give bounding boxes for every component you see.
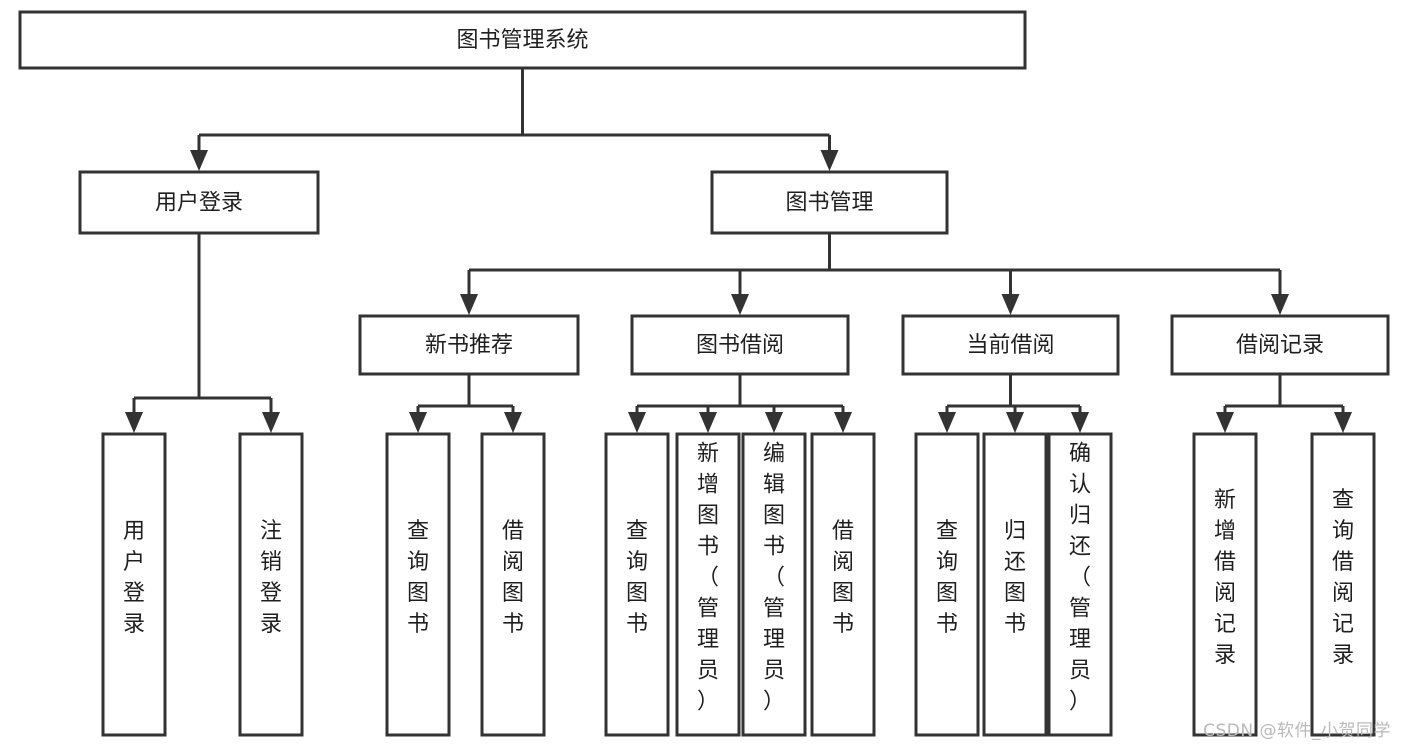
- node-leaf-user-login[interactable]: 用户登录: [101, 432, 167, 737]
- arrow-head-icon: [504, 412, 522, 433]
- node-box: [238, 432, 304, 737]
- arrow-head-icon: [765, 412, 783, 433]
- node-leaf-query-book-1[interactable]: 查询图书: [385, 432, 451, 737]
- node-label: 用户登录: [155, 191, 243, 216]
- arrow-head-icon: [938, 412, 956, 433]
- node-box: [101, 432, 167, 737]
- node-box: [1310, 432, 1376, 737]
- node-leaf-borrow-book-1[interactable]: 借阅图书: [480, 432, 546, 737]
- arrow-head-icon: [820, 150, 839, 171]
- node-leaf-query-book-2[interactable]: 查询图书: [604, 432, 670, 737]
- arrow-head-icon: [460, 294, 478, 315]
- node-leaf-borrow-book-2[interactable]: 借阅图书: [810, 432, 876, 737]
- node-user-login[interactable]: 用户登录: [78, 170, 320, 235]
- node-box: [604, 432, 670, 737]
- arrow-head-icon: [731, 294, 749, 315]
- node-current-borrow[interactable]: 当前借阅: [901, 314, 1120, 376]
- node-label: 查询图书: [936, 519, 958, 637]
- node-label: 确认归还（管理员）: [1069, 442, 1091, 715]
- arrow-head-icon: [1071, 412, 1089, 433]
- arrow-head-icon: [1334, 412, 1352, 433]
- node-label: 查询借阅记录: [1332, 488, 1354, 668]
- node-box: [480, 432, 546, 737]
- arrow-head-icon: [834, 412, 852, 433]
- node-box: [675, 432, 741, 737]
- node-box: [1192, 432, 1258, 737]
- arrow-head-icon: [125, 412, 143, 433]
- node-label: 图书管理: [785, 191, 873, 216]
- node-box: [741, 432, 807, 737]
- node-label: 注销登录: [260, 519, 282, 637]
- node-new-book-recommend[interactable]: 新书推荐: [358, 314, 580, 376]
- connector-layer: [125, 68, 1352, 433]
- node-box: [1170, 314, 1390, 376]
- node-leaf-query-book-3[interactable]: 查询图书: [914, 432, 980, 737]
- node-layer: 图书管理系统用户登录图书管理新书推荐图书借阅当前借阅借阅记录用户登录注销登录查询…: [18, 10, 1390, 737]
- node-box: [901, 314, 1120, 376]
- node-box: [18, 10, 1027, 70]
- node-leaf-query-record[interactable]: 查询借阅记录: [1310, 432, 1376, 737]
- node-label: 当前借阅: [966, 333, 1054, 358]
- arrow-head-icon: [409, 412, 427, 433]
- node-box: [810, 432, 876, 737]
- node-label: 借阅图书: [502, 519, 524, 637]
- node-label: 新书推荐: [425, 333, 513, 358]
- arrow-head-icon: [1216, 412, 1234, 433]
- node-book-borrow[interactable]: 图书借阅: [630, 314, 850, 376]
- node-box: [630, 314, 850, 376]
- node-label: 借阅图书: [832, 519, 854, 637]
- node-label: 归还图书: [1004, 519, 1026, 637]
- node-leaf-add-book[interactable]: 新增图书（管理员）: [675, 432, 741, 737]
- node-box: [358, 314, 580, 376]
- node-label: 新增借阅记录: [1214, 488, 1236, 668]
- node-leaf-return-book[interactable]: 归还图书: [982, 432, 1048, 737]
- node-label: 图书借阅: [696, 333, 784, 358]
- node-root[interactable]: 图书管理系统: [18, 10, 1027, 70]
- node-box: [385, 432, 451, 737]
- node-leaf-add-record[interactable]: 新增借阅记录: [1192, 432, 1258, 737]
- node-borrow-record[interactable]: 借阅记录: [1170, 314, 1390, 376]
- arrow-head-icon: [1001, 294, 1020, 315]
- node-box: [78, 170, 320, 235]
- arrow-head-icon: [190, 150, 208, 171]
- arrow-head-icon: [1006, 412, 1024, 433]
- node-leaf-edit-book[interactable]: 编辑图书（管理员）: [741, 432, 807, 737]
- arrow-head-icon: [1271, 294, 1289, 315]
- node-box: [982, 432, 1048, 737]
- node-leaf-logout[interactable]: 注销登录: [238, 432, 304, 737]
- node-book-manage[interactable]: 图书管理: [710, 170, 949, 235]
- node-label: 编辑图书（管理员）: [763, 442, 785, 715]
- node-label: 借阅记录: [1236, 333, 1324, 358]
- node-label: 新增图书（管理员）: [697, 442, 719, 715]
- node-label: 用户登录: [123, 519, 145, 637]
- node-box: [914, 432, 980, 737]
- node-label: 查询图书: [626, 519, 648, 637]
- arrow-head-icon: [699, 412, 717, 433]
- node-box: [1047, 432, 1113, 737]
- node-leaf-confirm-return[interactable]: 确认归还（管理员）: [1047, 432, 1113, 737]
- node-box: [710, 170, 949, 235]
- arrow-head-icon: [262, 412, 280, 433]
- node-label: 查询图书: [407, 519, 429, 637]
- node-label: 图书管理系统: [456, 28, 588, 53]
- arrow-head-icon: [628, 412, 646, 433]
